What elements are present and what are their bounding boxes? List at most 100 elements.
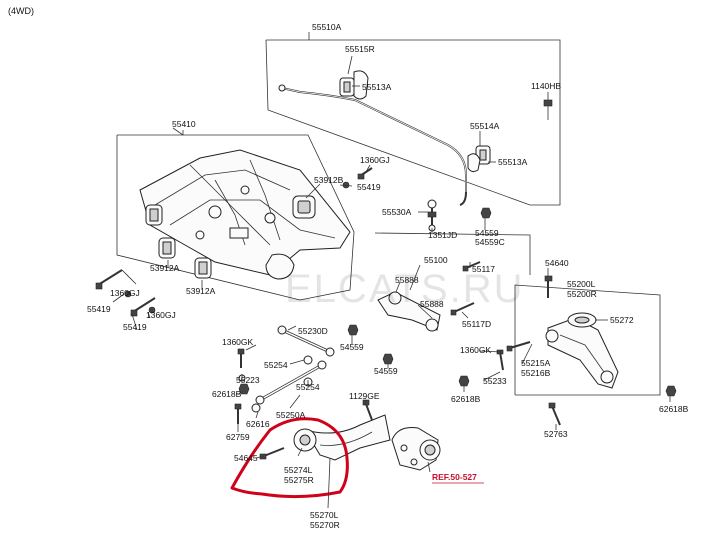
- mount-bushing-53912a-1: [158, 237, 176, 259]
- nut-54559-mid: [347, 324, 359, 336]
- bolt-55117d: [450, 302, 475, 316]
- highlight-outline: [230, 417, 349, 499]
- trailing-arm-55270: [303, 414, 391, 461]
- label-1360gj-2: 1360GJ: [110, 288, 140, 298]
- label-55117d: 55117D: [462, 319, 491, 329]
- bracket-left: [353, 70, 369, 100]
- leader-lines: [112, 55, 671, 509]
- label-55888: 55888: [395, 275, 419, 285]
- bushing-left: [339, 77, 355, 97]
- label-55230d: 55230D: [298, 326, 328, 336]
- label-55513a: 55513A: [362, 82, 392, 92]
- label-55117: 55117: [472, 264, 495, 274]
- group-box-stabilizer: [265, 39, 561, 206]
- label-54559: 54559: [475, 228, 499, 238]
- knuckle-hub: [391, 427, 441, 471]
- bolt-1360gj-top: [357, 167, 373, 180]
- washer-55419-lower: [148, 306, 156, 314]
- avito-wordmark: Avito: [634, 499, 693, 526]
- label-1351jd: 1351JD: [428, 230, 457, 240]
- stabilizer-link: [427, 199, 437, 232]
- label-52763: 52763: [544, 429, 568, 439]
- label-55270r: 55270R: [310, 520, 340, 530]
- nut-62618b-left: [238, 383, 250, 395]
- bolt-62759: [234, 403, 242, 424]
- bracket-right: [467, 153, 481, 173]
- mount-bushing-53912a-2: [194, 257, 212, 279]
- lower-arm-55200: [545, 317, 619, 389]
- washer-62616: [251, 403, 261, 413]
- label-62618b: 62618B: [212, 389, 242, 399]
- washer-55419-left: [124, 290, 132, 298]
- lateral-link-55250a: [255, 360, 327, 405]
- bolt-55215a: [506, 341, 531, 352]
- label-55233: 55233: [483, 376, 507, 386]
- bolt-1360gj-left: [95, 269, 123, 290]
- label-55272: 55272: [610, 315, 634, 325]
- label-55100: 55100: [424, 255, 448, 265]
- nut-62618b-mid: [458, 375, 470, 387]
- label-55275r: 55275R: [284, 475, 314, 485]
- label-55254: 55254: [264, 360, 288, 370]
- label-55254-2: 55254: [296, 382, 320, 392]
- stabilizer-bar: [278, 84, 467, 206]
- nut-54559-upper: [480, 207, 492, 219]
- group-box-lower-arm: [514, 284, 661, 396]
- label-53912a: 53912A: [150, 263, 180, 273]
- bolt-1360gk-left: [237, 348, 245, 368]
- label-62618b-2: 62618B: [451, 394, 481, 404]
- label-55200l: 55200L: [567, 279, 596, 289]
- mount-bushing-53912b: [292, 195, 316, 219]
- bolt-54640: [544, 275, 553, 298]
- label-54559c: 54559C: [475, 237, 505, 247]
- bolt-1360gj-lower: [130, 297, 156, 317]
- mount-bushing-front: [145, 204, 163, 226]
- group-box-subframe: [116, 134, 355, 301]
- bushing-55274l: [293, 428, 317, 452]
- label-55274l: 55274L: [284, 465, 313, 475]
- rear-upper-arm-55100: [377, 291, 441, 332]
- label-1129ge: 1129GE: [349, 391, 380, 401]
- label-55250a: 55250A: [276, 410, 306, 420]
- label-55419-2: 55419: [87, 304, 111, 314]
- group-box-55100: [374, 232, 531, 275]
- watermark: ELCATS.RU: [285, 267, 525, 311]
- label-53912b: 53912B: [314, 175, 344, 185]
- label-1360gk-2: 1360GK: [460, 345, 492, 355]
- label-55410: 55410: [172, 119, 196, 129]
- label-55270l: 55270L: [310, 510, 339, 520]
- nut-54559-lower: [382, 353, 394, 365]
- nut-62618b-right: [665, 385, 677, 397]
- spring-seat-55272: [567, 312, 597, 328]
- ref-link-label[interactable]: REF.50-527: [432, 472, 477, 482]
- label-55515r: 55515R: [345, 44, 375, 54]
- bolt-54645: [259, 447, 285, 460]
- avito-logo: Avito: [603, 492, 693, 526]
- label-54645: 54645: [234, 453, 258, 463]
- bolt-1140hb: [543, 99, 553, 120]
- bolt-1360gk-right: [496, 349, 504, 371]
- label-54640: 54640: [545, 258, 569, 268]
- label-1360gj: 1360GJ: [360, 155, 390, 165]
- label-55514a: 55514A: [470, 121, 500, 131]
- rear-subframe: [139, 149, 351, 280]
- label-55215a: 55215A: [521, 358, 551, 368]
- label-55510a: 55510A: [312, 22, 342, 32]
- label-62616: 62616: [246, 419, 270, 429]
- label-55530a: 55530A: [382, 207, 412, 217]
- label-54559-2: 54559: [340, 342, 364, 352]
- label-55419-3: 55419: [123, 322, 147, 332]
- variant-label: (4WD): [8, 6, 34, 16]
- bolt-1129ge: [362, 399, 373, 421]
- bolt-52763: [548, 402, 561, 426]
- label-55513a-2: 55513A: [498, 157, 528, 167]
- label-55223: 55223: [236, 375, 260, 385]
- washer-55254-upper: [303, 355, 313, 365]
- label-55419: 55419: [357, 182, 381, 192]
- part-labels: 55510A 55515R 55513A 1140HB 55514A 55513…: [87, 22, 689, 530]
- label-54559-3: 54559: [374, 366, 398, 376]
- bolt-55117: [462, 261, 481, 272]
- ref-link[interactable]: REF.50-527: [432, 472, 484, 484]
- label-55200r: 55200R: [567, 289, 597, 299]
